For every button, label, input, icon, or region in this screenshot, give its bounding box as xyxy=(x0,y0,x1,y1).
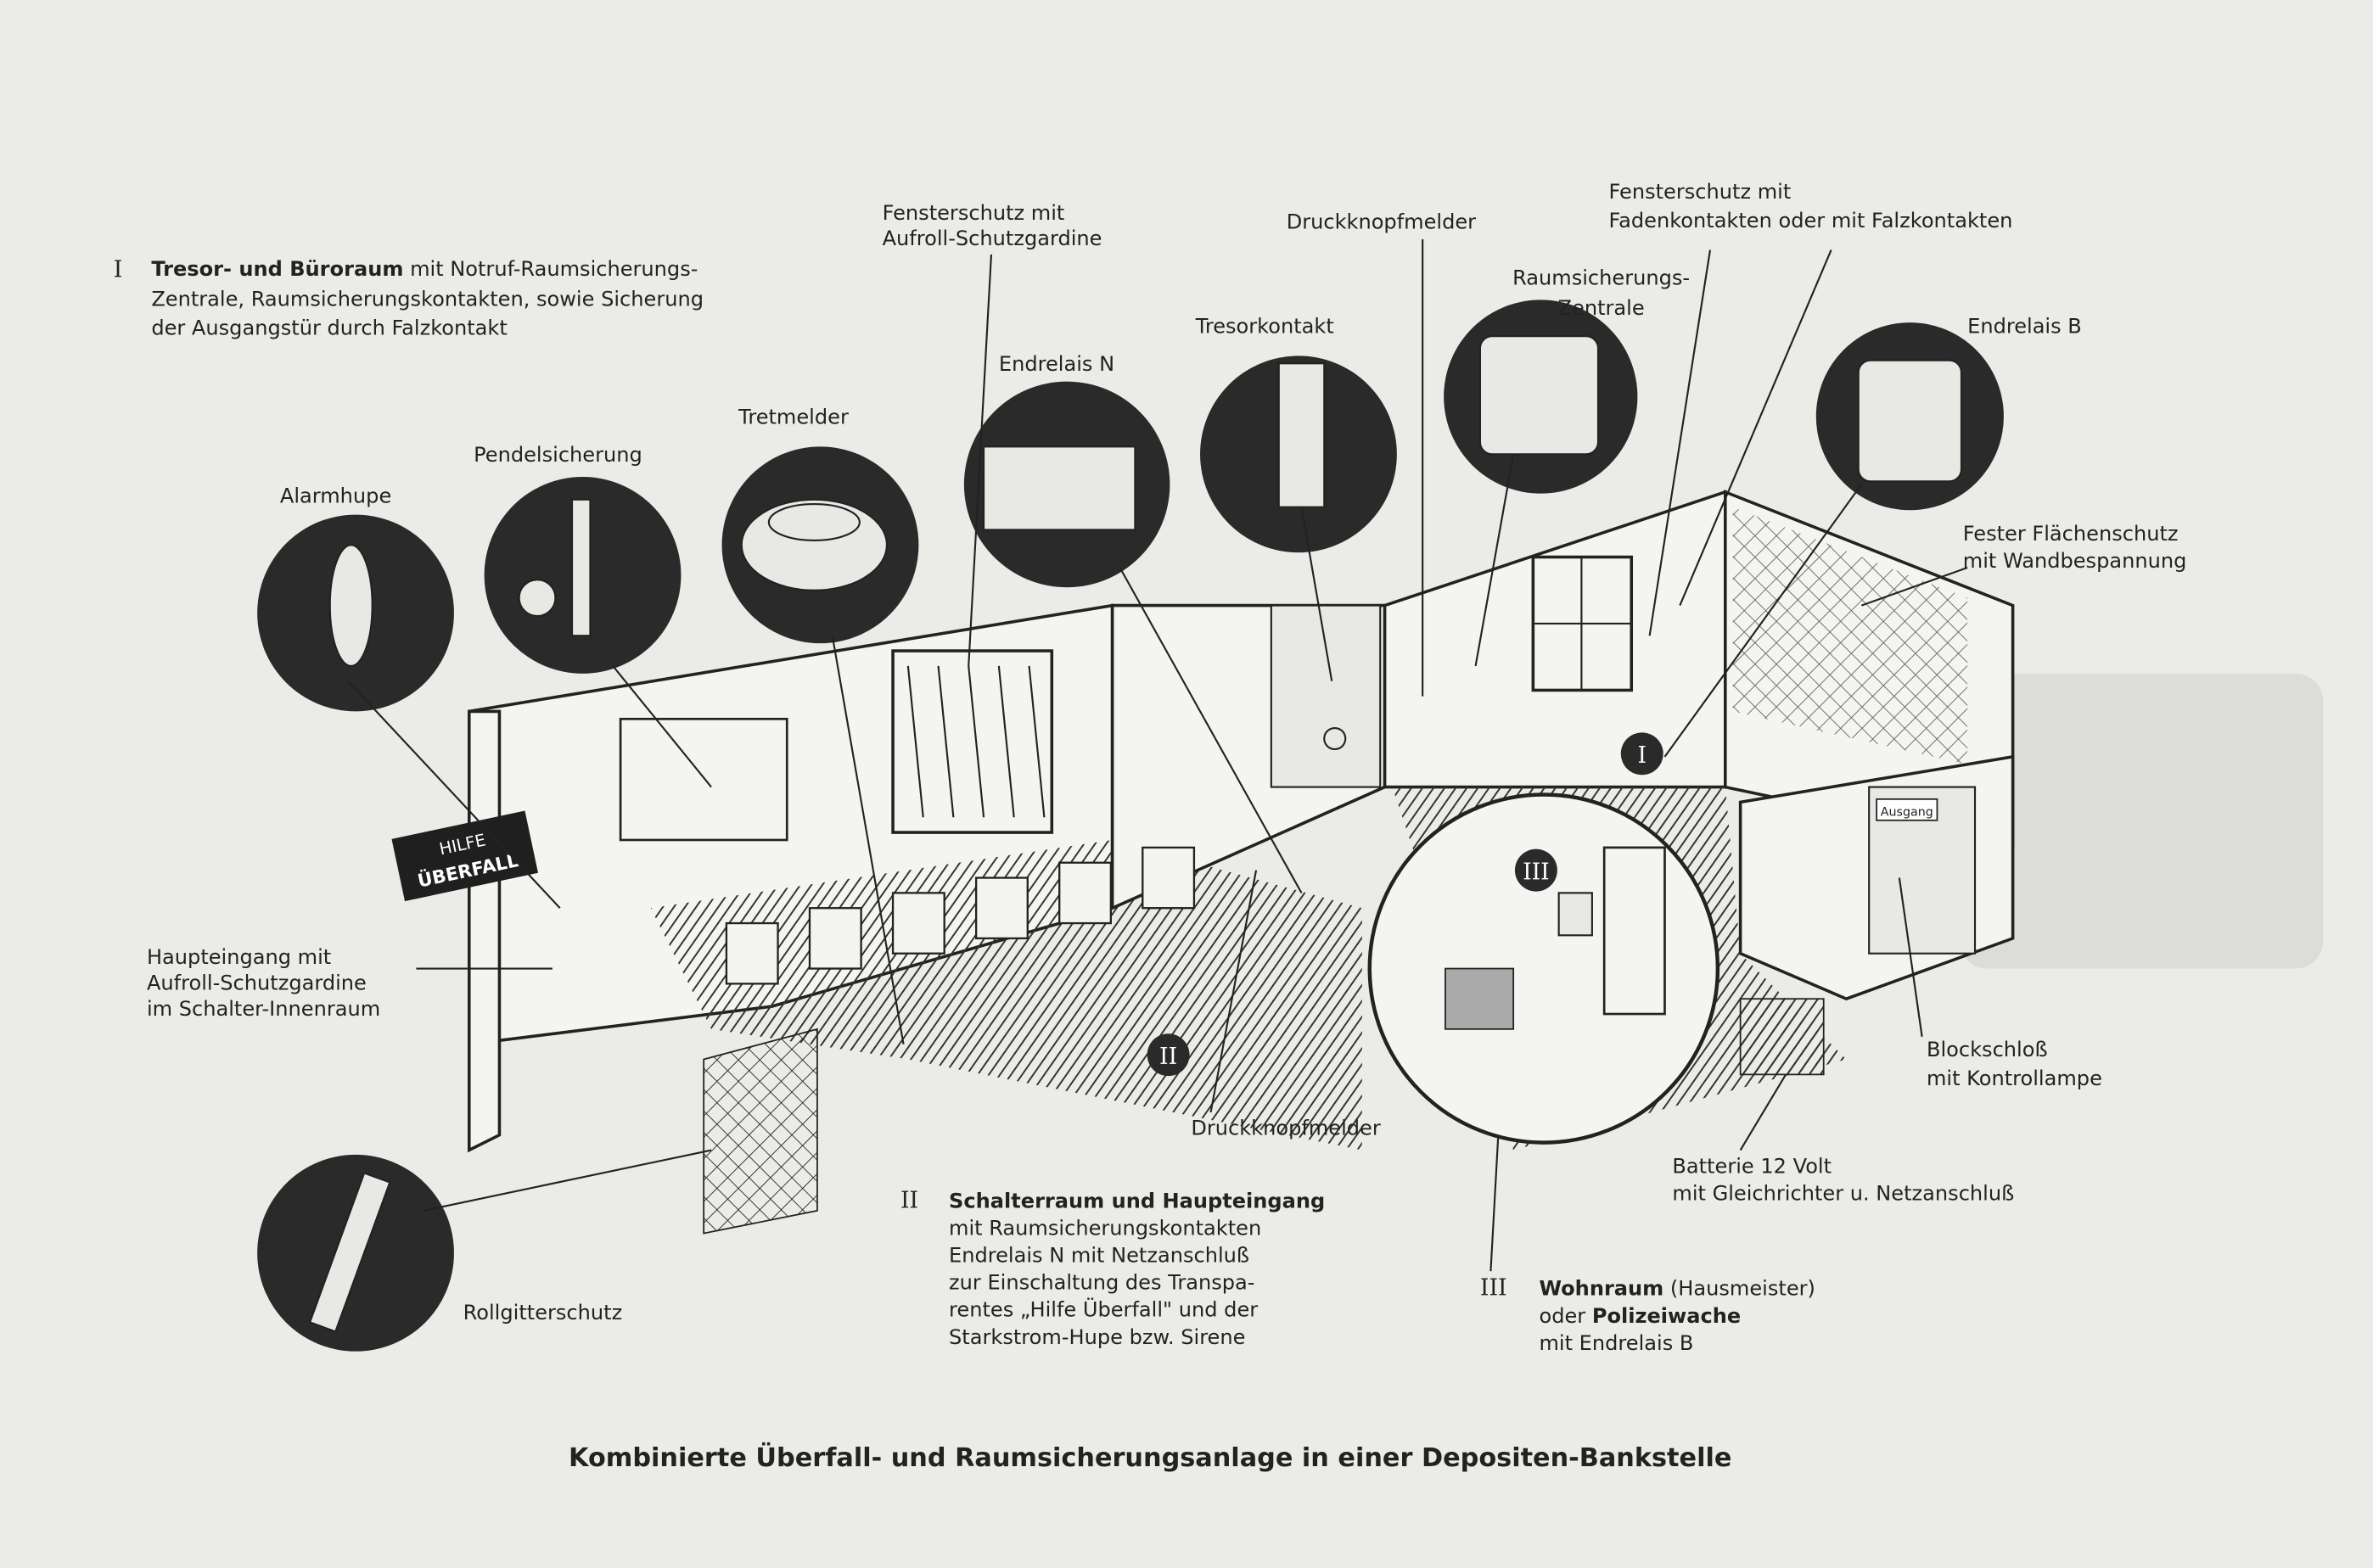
svg-text:rentes „Hilfe Überfall" und de: rentes „Hilfe Überfall" und der xyxy=(949,1297,1258,1322)
svg-text:I: I xyxy=(1637,742,1647,769)
section-1-legend: I Tresor- und Büroraum mit Notruf-Raumsi… xyxy=(114,257,704,340)
section-2-legend: II Schalterraum und Haupteingang mit Rau… xyxy=(900,1187,1325,1348)
scan-shadow xyxy=(1960,673,2324,969)
label-rollgitter: Rollgitterschutz xyxy=(463,1301,623,1324)
svg-text:Ausgang: Ausgang xyxy=(1881,805,1933,819)
page-title: Kombinierte Überfall- und Raumsicherungs… xyxy=(569,1442,1731,1473)
svg-text:Starkstrom-Hupe bzw. Sirene: Starkstrom-Hupe bzw. Sirene xyxy=(949,1325,1245,1349)
svg-text:zur Einschaltung des Transpa-: zur Einschaltung des Transpa- xyxy=(949,1271,1254,1295)
label-druckknopfmelder-top: Druckknopfmelder xyxy=(1287,210,1476,234)
label-pendelsicherung: Pendelsicherung xyxy=(474,443,642,467)
label-zentrale: Raumsicherungs-Zentrale xyxy=(1512,266,1690,321)
svg-text:II: II xyxy=(1159,1044,1177,1070)
svg-text:Endrelais N mit Netzanschluß: Endrelais N mit Netzanschluß xyxy=(949,1243,1249,1267)
wohnraum-detail-circle: III xyxy=(1367,792,1720,1145)
svg-text:Zentrale, Raumsicherungskontak: Zentrale, Raumsicherungskontakten, sowie… xyxy=(151,288,704,311)
svg-text:der Ausgangstür durch Falzkont: der Ausgangstür durch Falzkontakt xyxy=(151,316,507,339)
svg-text:Tresor- und Büroraum mit Notru: Tresor- und Büroraum mit Notruf-Raumsich… xyxy=(151,257,698,281)
label-endrelais-b: Endrelais B xyxy=(1967,315,2082,339)
label-tresorkontakt: Tresorkontakt xyxy=(1195,315,1334,339)
label-druckknopfmelder-bottom: Druckknopfmelder xyxy=(1191,1117,1380,1140)
device-discs xyxy=(257,300,2004,1352)
door-sign xyxy=(1876,798,1938,821)
hilfe-ueberfall-sign: HILFE ÜBERFALL xyxy=(391,810,538,902)
svg-text:II: II xyxy=(900,1187,918,1213)
label-tretmelder: Tretmelder xyxy=(738,406,849,429)
svg-text:III: III xyxy=(1480,1275,1507,1302)
label-alarmhupe: Alarmhupe xyxy=(280,484,391,507)
floor-plan: Ausgang HILFE ÜBERFALL I II xyxy=(391,490,2015,1235)
svg-text:III: III xyxy=(1523,859,1550,885)
section-3-legend: III Wohnraum (Hausmeister) oder Polizeiw… xyxy=(1480,1275,1815,1355)
svg-text:mit Raumsicherungskontakten: mit Raumsicherungskontakten xyxy=(949,1216,1261,1240)
svg-text:Schalterraum und Haupteingang: Schalterraum und Haupteingang xyxy=(949,1189,1325,1212)
svg-text:oder Polizeiwache: oder Polizeiwache xyxy=(1539,1304,1741,1328)
svg-text:mit Endrelais B: mit Endrelais B xyxy=(1539,1331,1693,1355)
svg-text:Wohnraum (Hausmeister): Wohnraum (Hausmeister) xyxy=(1539,1277,1815,1301)
leader-lines xyxy=(347,239,1968,1272)
label-endrelais-n: Endrelais N xyxy=(999,352,1114,376)
svg-text:I: I xyxy=(114,257,123,283)
